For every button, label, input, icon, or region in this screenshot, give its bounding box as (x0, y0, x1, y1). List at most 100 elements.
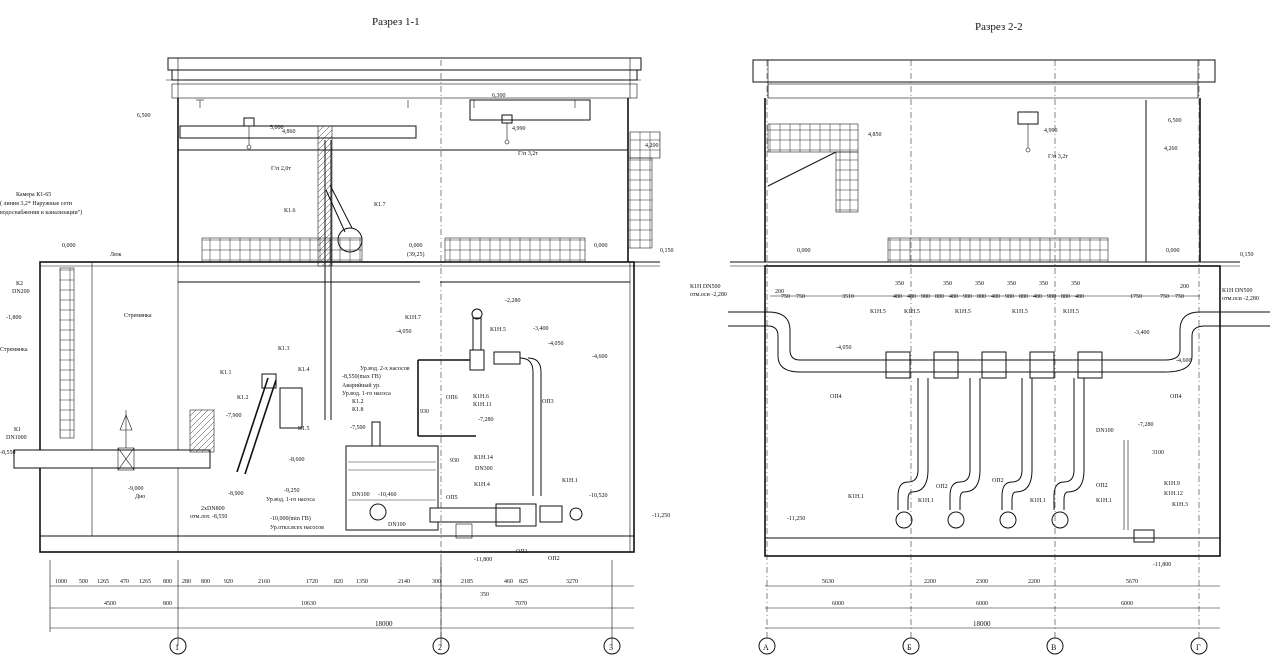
tag-op6: ОП6 (446, 395, 458, 401)
dimp-10: 980 (963, 294, 972, 300)
tag-k1n-6: К1Н.6 (473, 394, 489, 400)
dim-350: 350 (480, 592, 489, 598)
label-k1: К1 (14, 427, 21, 433)
dim-470: 470 (120, 579, 129, 585)
roof-structure-2 (752, 59, 1216, 99)
dim-3270: 3270 (566, 579, 578, 585)
dimp-13: 350 (943, 281, 952, 287)
hoist-right: Г/п 3,2т (501, 114, 538, 157)
tag2-op2-c: ОП2 (1096, 483, 1108, 489)
level2-minus-11800: -11,800 (1153, 562, 1171, 568)
dimp-15: 880 (1019, 294, 1028, 300)
crane-beams (179, 99, 591, 139)
hoist-2: Г/п 3,2т (1017, 111, 1068, 160)
section-1-title: Разрез 1-1 (372, 16, 420, 28)
pipe-spacing-dims: 200 750 750 3510 350 480 480 980 880 480… (775, 281, 1189, 300)
level-minus-2280: -2,280 (505, 298, 521, 304)
level-4860: 4,860 (282, 129, 296, 135)
dim-1265: 1265 (97, 579, 109, 585)
label-ladder-1: Стремянка (0, 347, 28, 353)
level2-0000-a: 0,000 (797, 248, 811, 254)
axis-bubble-v (1046, 637, 1064, 655)
pump-2 (947, 378, 981, 529)
dim-10630: 10630 (301, 601, 316, 607)
tag-k1-8: К1.8 (352, 407, 364, 413)
section-2-2: Разрез 2-2 Г/п 3,2т (690, 21, 1270, 655)
tag2-k1n9: К1Н.9 (1164, 481, 1180, 487)
dim-2200-a: 2200 (924, 579, 936, 585)
tag-k1-4: К1.4 (298, 367, 310, 373)
grid-box-2 (767, 123, 859, 153)
tag-k1n-5: К1Н.5 (490, 327, 506, 333)
ventilation-grid-right (444, 237, 586, 263)
dimp-24: 350 (975, 281, 984, 287)
axis-bubble-a (758, 637, 776, 655)
pump-discharge-pipes (417, 308, 583, 539)
dimp-22: 750 (1175, 294, 1184, 300)
drain-pit-2 (1133, 529, 1155, 543)
dim-500: 500 (79, 579, 88, 585)
tag2-k1n12: К1Н.12 (1164, 491, 1183, 497)
dimension-values-bottom: 4500 800 10630 7070 350 18000 (104, 592, 527, 628)
tag2-k1n5-d: К1Н.5 (1012, 309, 1028, 315)
level2-0150: 0,150 (1240, 252, 1254, 258)
labels-2: К1Н DN500 отм.оси -2,280 К1Н DN500 отм.о… (690, 284, 1259, 434)
axis-bubble-g (1190, 637, 1208, 655)
tag-op1: ОП1 (516, 549, 528, 555)
dimp-21: 750 (1160, 294, 1169, 300)
tag-k1n-4: К1Н.4 (474, 482, 490, 488)
axis-label-a: А (763, 643, 769, 652)
label-dn100-2: DN100 (388, 522, 406, 528)
tag-k1n-7: К1Н.7 (405, 315, 421, 321)
axis-bubble-b (902, 637, 920, 655)
label-camera-note-2: водоснабжения и канализации") (0, 209, 82, 216)
axis-bubble-3 (603, 637, 621, 655)
ventilation-grid-left (201, 237, 363, 263)
ventilation-grid-2 (887, 237, 1109, 263)
dimp-14: 980 (1005, 294, 1014, 300)
tag-k1-3: К1.3 (278, 346, 290, 352)
level-0150: 0,150 (660, 248, 674, 254)
tag-op5: ОП5 (446, 495, 458, 501)
label-k1n-left-level: отм.оси -2,280 (690, 292, 727, 298)
tag2-k1n5-e: К1Н.5 (1063, 309, 1079, 315)
dim-2200-b: 2200 (1028, 579, 1040, 585)
level2-minus-4600: -4,600 (1176, 358, 1192, 364)
level-0000-a: 0,000 (62, 243, 76, 249)
dim-825: 825 (519, 579, 528, 585)
level-minus-7500: -7,500 (350, 425, 366, 431)
axis-label-v: В (1051, 643, 1056, 652)
hoist-right-label: Г/п 3,2т (518, 151, 538, 157)
dim-920: 920 (224, 579, 233, 585)
dim-5670: 5670 (1126, 579, 1138, 585)
pump-3 (999, 378, 1033, 529)
tag-930-a: 930 (420, 409, 429, 415)
dimp-19: 480 (1075, 294, 1084, 300)
label-camera-note-1: ( линия 3,2* Наружные сети (0, 200, 73, 207)
dim-300: 300 (432, 579, 441, 585)
tag2-k1n3: К1Н.3 (1172, 502, 1188, 508)
level2-0000-b: 0,000 (1166, 248, 1180, 254)
tag-k1-2-a: К1.2 (237, 395, 249, 401)
tag2-op4-a: ОП4 (830, 394, 842, 400)
level-minus-10460: -10,460 (378, 492, 397, 498)
level-minus-4600: -4,600 (592, 354, 608, 360)
level-minus-3400: -3,400 (533, 326, 549, 332)
level-6500: 6,500 (137, 113, 151, 119)
tag-k1-1: К1.1 (220, 370, 232, 376)
side-stair (627, 157, 653, 249)
hoist-left-label: Г/п 2,0т (271, 166, 291, 172)
pump-1 (895, 378, 929, 529)
axis-bubble-2 (432, 637, 450, 655)
label-ladder-2: Стремянка (124, 313, 152, 319)
label-water-level-1: Ур.вод. 2-х насосов (360, 366, 410, 372)
section-1-1: Разрез 1-1 (0, 16, 674, 655)
dimp-3: 3510 (842, 294, 854, 300)
level-3925: (39,25) (407, 251, 425, 258)
section-2-title: Разрез 2-2 (975, 21, 1023, 33)
tags-1: К1.7 К1.6 К1.3 К1.1 К1.2 К1.4 К1.5 К1.8 … (220, 202, 578, 562)
dim-4500: 4500 (104, 601, 116, 607)
dimp-11: 880 (977, 294, 986, 300)
tag-k1n-11: К1Н.11 (473, 402, 492, 408)
